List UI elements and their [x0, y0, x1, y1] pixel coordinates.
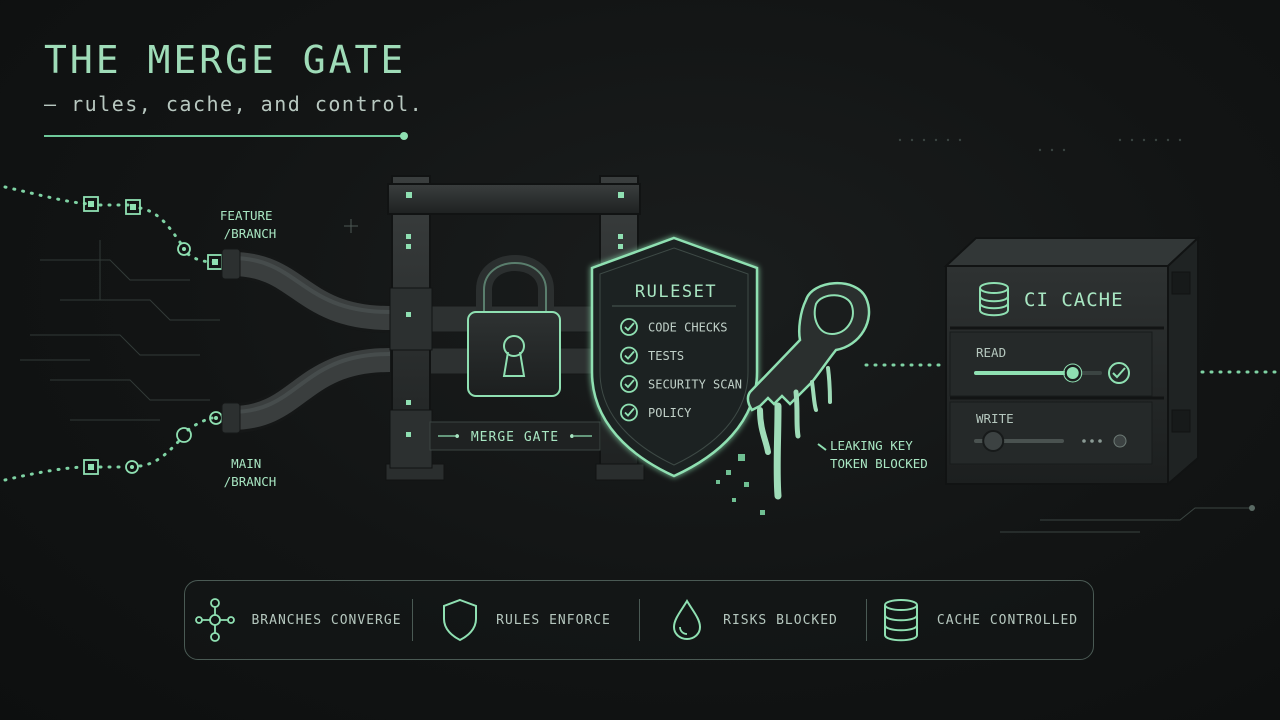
gate-label: • MERGE GATE •: [453, 430, 577, 445]
main-branch-label: MAIN /BRANCH: [224, 456, 277, 489]
summary-cache-controlled: CACHE CONTROLLED: [866, 581, 1093, 659]
summary-rules-enforce: RULES ENFORCE: [412, 581, 639, 659]
read-slider[interactable]: [974, 363, 1102, 383]
database-icon: [979, 282, 1009, 317]
dot-grid-top-right: [898, 138, 1182, 152]
ruleset-title: RULESET: [635, 282, 717, 302]
summary-label: RISKS BLOCKED: [723, 612, 838, 628]
shield-icon: [443, 598, 478, 642]
main-pipe: [221, 345, 391, 434]
summary-label: CACHE CONTROLLED: [936, 612, 1079, 628]
ruleset-item: POLICY: [620, 403, 692, 422]
summary-risks-blocked: RISKS BLOCKED: [639, 581, 866, 659]
padlock-icon: [467, 255, 561, 397]
ruleset-item-label: TESTS: [648, 349, 684, 363]
check-icon: [620, 346, 638, 365]
ruleset-item: CODE CHECKS: [620, 318, 727, 336]
write-slider[interactable]: [974, 430, 1127, 452]
read-check-icon: [1108, 362, 1130, 384]
summary-bar: BRANCHES CONVERGE RULES ENFORCE RISKS BL…: [184, 580, 1094, 660]
ruleset-item: SECURITY SCAN: [620, 375, 742, 393]
check-icon: [620, 375, 638, 393]
feature-branch-path: [3, 185, 216, 264]
plus-mark: [344, 219, 358, 233]
ruleset-items: CODE CHECKS TESTS SECURITY SCAN POLICY: [620, 318, 742, 422]
page-subtitle: — rules, cache, and control.: [44, 92, 424, 116]
ruleset-item-label: POLICY: [648, 406, 692, 420]
cache-title: CI CACHE: [1024, 289, 1124, 311]
main-node-1: [83, 459, 99, 475]
summary-label: RULES ENFORCE: [496, 612, 611, 628]
title-underline-dot: [400, 132, 408, 140]
feature-pipe: [221, 248, 391, 333]
check-icon: [620, 403, 638, 422]
drop-icon: [673, 599, 702, 641]
check-icon: [620, 318, 638, 336]
feature-node-1: [83, 196, 99, 212]
ruleset-item-label: CODE CHECKS: [648, 321, 727, 335]
branch-node-icon: [195, 598, 236, 642]
database-icon: [883, 599, 918, 642]
feature-node-3: [177, 242, 191, 256]
feature-node-2: [125, 199, 141, 215]
ci-cache-box: [943, 235, 1201, 487]
write-slider-knob: [982, 430, 1005, 452]
ruleset-item: TESTS: [620, 346, 684, 365]
read-slider-knob: [1064, 365, 1081, 381]
main-node-2: [125, 460, 139, 474]
feature-branch-label: FEATURE /BRANCH: [220, 208, 280, 241]
cache-read-label: READ: [976, 345, 1006, 360]
ruleset-item-label: SECURITY SCAN: [648, 378, 742, 392]
main-branch-path: [3, 416, 214, 482]
cache-write-label: WRITE: [976, 411, 1014, 426]
circuit-traces: [20, 240, 220, 421]
summary-branches-converge: BRANCHES CONVERGE: [185, 581, 412, 659]
title-underline: [44, 135, 402, 137]
leak-label: LEAKING KEY TOKEN BLOCKED: [830, 438, 928, 471]
leaking-key-icon: [716, 282, 871, 515]
ruleset-shield: [590, 236, 759, 478]
page-title: THE MERGE GATE: [44, 38, 407, 82]
main-node-3: [176, 427, 192, 443]
summary-label: BRANCHES CONVERGE: [251, 612, 402, 628]
